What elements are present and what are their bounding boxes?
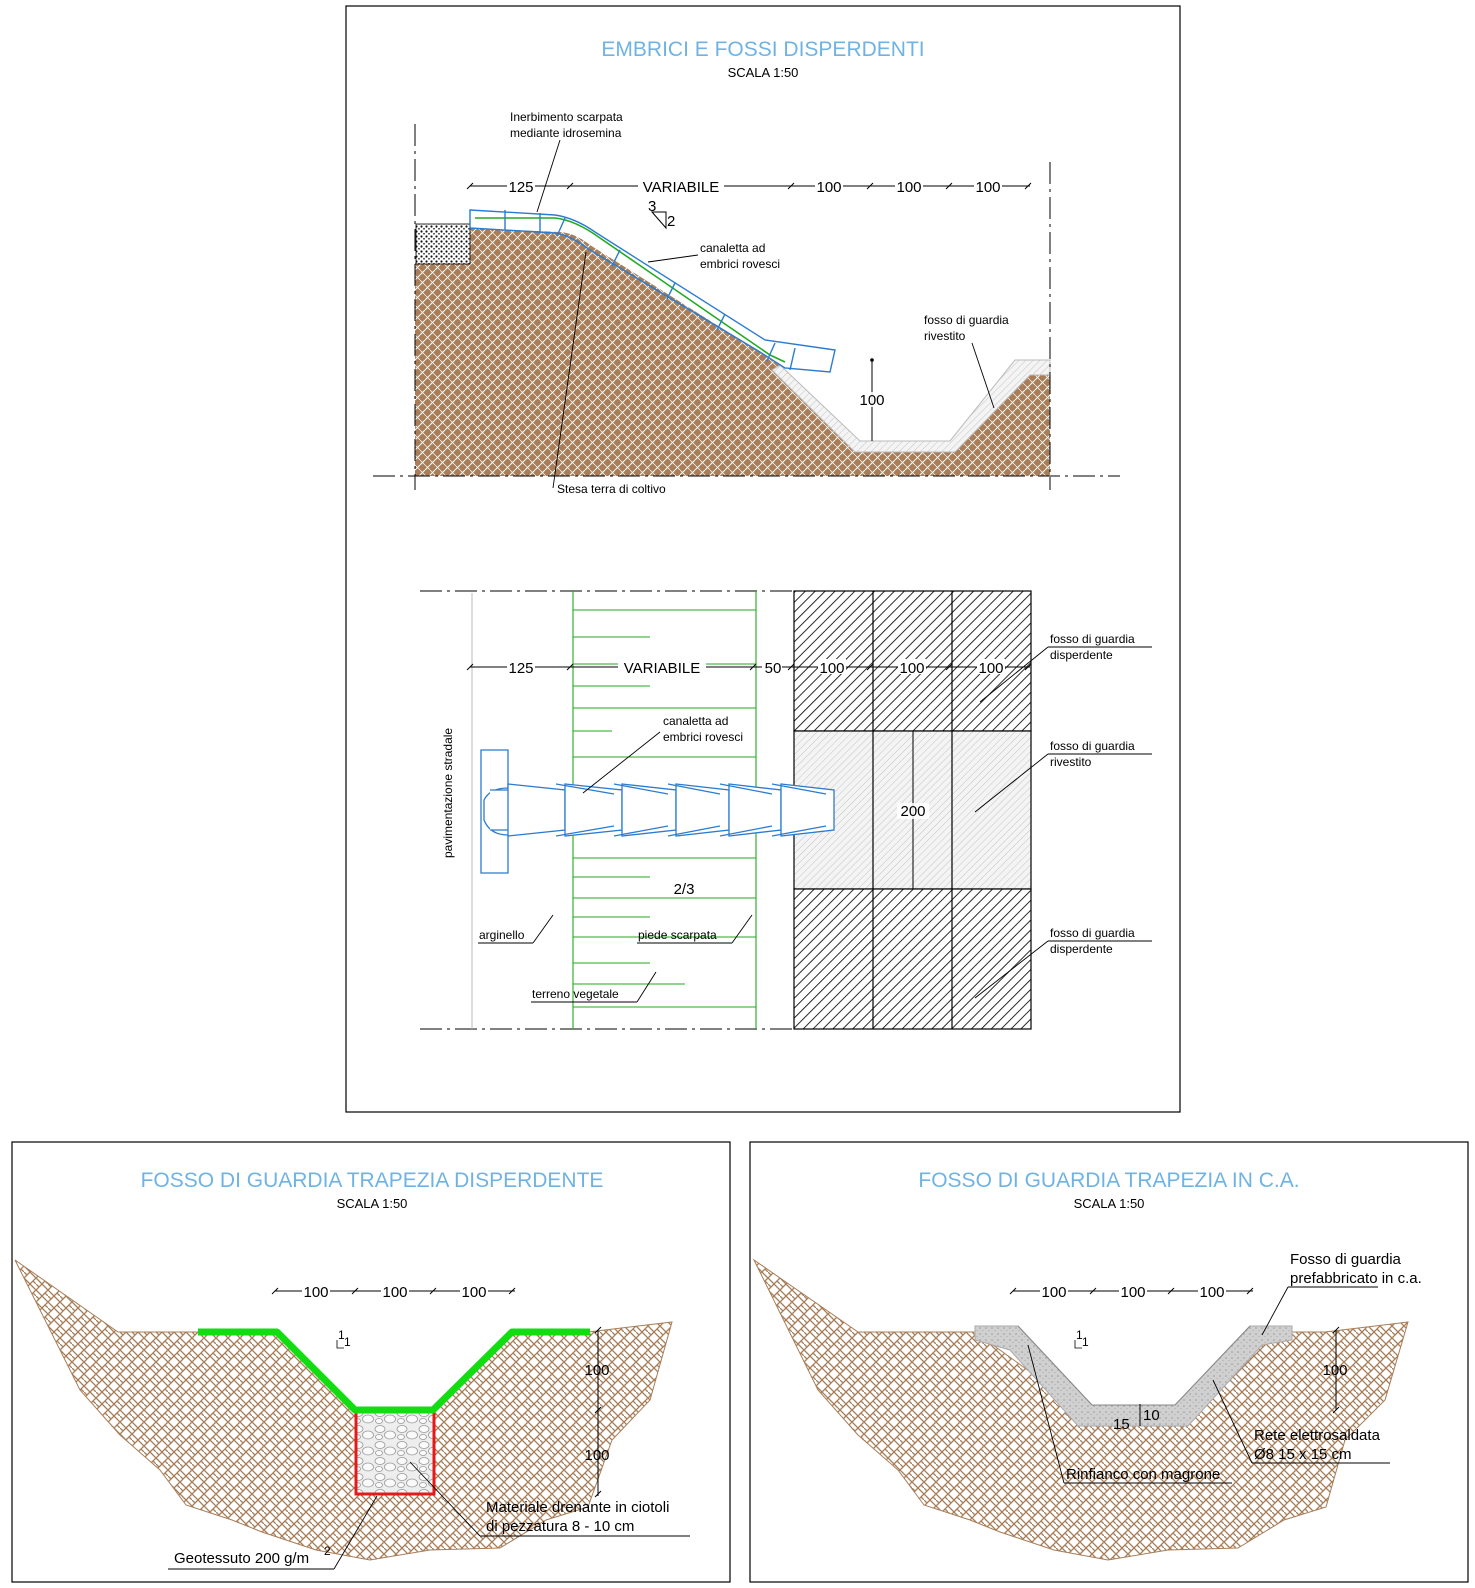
bl-section: 100 100 100 100 100 1 1 Materiale drenan… — [14, 1259, 690, 1570]
plan-channel — [480, 749, 835, 874]
plan-label-riv-2: rivestito — [1050, 755, 1092, 769]
plan-dim-100a: 100 — [819, 660, 844, 677]
dim-100b: 100 — [896, 179, 921, 196]
label-inerbimento-2: mediante idrosemina — [510, 126, 622, 140]
plan-label-disp-a-2: disperdente — [1050, 648, 1113, 662]
plan-label-canaletta-2: embrici rovesci — [663, 730, 743, 744]
section-embrici: 125 VARIABILE 100 100 100 3 2 100 Inerbi… — [373, 110, 1120, 496]
dim-125: 125 — [508, 179, 533, 196]
plan-label-riv-1: fosso di guardia — [1050, 739, 1135, 753]
label-canaletta-2: embrici rovesci — [700, 257, 780, 271]
bl-label-materiale-1: Materiale drenante in ciotoli — [486, 1499, 669, 1516]
dim-100c: 100 — [975, 179, 1000, 196]
br-label-fosso-1: Fosso di guardia — [1290, 1251, 1402, 1268]
dim-variabile: VARIABILE — [643, 179, 719, 196]
plan-label-canaletta-1: canaletta ad — [663, 714, 728, 728]
bl-label-materiale-2: di pezzatura 8 - 10 cm — [486, 1518, 634, 1535]
plan-label-piede: piede scarpata — [638, 928, 717, 942]
plan-label-disp-a-1: fosso di guardia — [1050, 632, 1135, 646]
bottom-right-frame — [749, 1141, 1469, 1583]
bl-label-geotessuto-sup: 2 — [324, 1544, 331, 1558]
label-pavimentazione: pavimentazione stradale — [441, 728, 455, 858]
plan-dim-200: 200 — [900, 803, 925, 820]
br-title: FOSSO DI GUARDIA TRAPEZIA IN C.A. — [918, 1169, 1299, 1192]
bl-dim-100b: 100 — [382, 1284, 407, 1301]
soil-mass — [415, 228, 1050, 476]
br-channel-inner — [1017, 1325, 1251, 1406]
leader-fosso — [971, 342, 995, 409]
leader-stesa — [552, 251, 587, 489]
plan-dim-variabile: VARIABILE — [624, 660, 700, 677]
bottom-left-frame — [11, 1141, 731, 1583]
bl-slope-1a: 1 — [338, 1328, 345, 1342]
bl-slope-1b: 1 — [344, 1335, 351, 1349]
slope-3: 3 — [648, 198, 656, 215]
br-scale: SCALA 1:50 — [1074, 1196, 1145, 1211]
br-dim-100c: 100 — [1199, 1284, 1224, 1301]
label-stesa: Stesa terra di coltivo — [557, 482, 666, 496]
section-dim-chain — [466, 182, 1032, 190]
label-canaletta-1: canaletta ad — [700, 241, 765, 255]
br-dim-h1: 100 — [1322, 1362, 1347, 1379]
bl-scale: SCALA 1:50 — [337, 1196, 408, 1211]
leader-inerbimento — [536, 139, 561, 213]
leader-canaletta — [647, 254, 699, 263]
bl-dim-100c: 100 — [461, 1284, 486, 1301]
plan-dim-100b: 100 — [899, 660, 924, 677]
label-fosso-rivestito-1: fosso di guardia — [924, 313, 1009, 327]
label-fosso-rivestito-2: rivestito — [924, 329, 966, 343]
bl-title: FOSSO DI GUARDIA TRAPEZIA DISPERDENTE — [141, 1169, 604, 1192]
bl-drain-box — [354, 1408, 436, 1496]
br-slope-1b: 1 — [1082, 1335, 1089, 1349]
top-scale: SCALA 1:50 — [728, 65, 799, 80]
plan-dim-100c: 100 — [978, 660, 1003, 677]
plan-dim-50: 50 — [765, 660, 782, 677]
top-title: EMBRICI E FOSSI DISPERDENTI — [601, 38, 924, 61]
bl-dim-100a: 100 — [303, 1284, 328, 1301]
label-inerbimento-1: Inerbimento scarpata — [510, 110, 623, 124]
road-pavement — [415, 223, 471, 265]
br-dim-100b: 100 — [1120, 1284, 1145, 1301]
br-label-rete-2: Ø8 15 x 15 cm — [1254, 1446, 1352, 1463]
dim-height-100: 100 — [859, 392, 884, 409]
top-panel-frame — [345, 5, 1181, 1113]
plan-dim-125: 125 — [508, 660, 533, 677]
dim-100a: 100 — [816, 179, 841, 196]
plan-dim-chain — [466, 663, 1032, 671]
br-dim-15: 15 — [1113, 1416, 1130, 1433]
br-section: 100 100 100 100 10 15 1 1 Fosso di guard… — [752, 1251, 1422, 1561]
slope-triangle — [650, 211, 667, 230]
plan-ditch-disperdente-bottom — [793, 888, 1032, 1030]
bl-label-geotessuto: Geotessuto 200 g/m — [174, 1550, 309, 1567]
plan-label-arginello: arginello — [479, 928, 525, 942]
plan-embrici: 200 125 VARIABILE 50 100 100 100 2/3 pav… — [420, 590, 1152, 1030]
plan-label-disp-b-2: disperdente — [1050, 942, 1113, 956]
bl-grass-line — [198, 1328, 590, 1414]
plan-label-terreno: terreno vegetale — [532, 987, 619, 1001]
br-dim-100a: 100 — [1041, 1284, 1066, 1301]
plan-ratio: 2/3 — [674, 881, 695, 898]
slope-2: 2 — [667, 213, 675, 230]
plan-label-disp-b-1: fosso di guardia — [1050, 926, 1135, 940]
br-dim-10: 10 — [1143, 1407, 1160, 1424]
bl-dim-h1: 100 — [584, 1362, 609, 1379]
br-slope-1a: 1 — [1076, 1328, 1083, 1342]
channel-embrici — [469, 209, 836, 373]
br-label-fosso-2: prefabbricato in c.a. — [1290, 1270, 1422, 1287]
br-label-rete-1: Rete elettrosaldata — [1254, 1427, 1381, 1444]
bl-dim-h2: 100 — [584, 1447, 609, 1464]
grass-line — [475, 217, 786, 363]
br-label-rinfianco: Rinfianco con magrone — [1066, 1466, 1220, 1483]
